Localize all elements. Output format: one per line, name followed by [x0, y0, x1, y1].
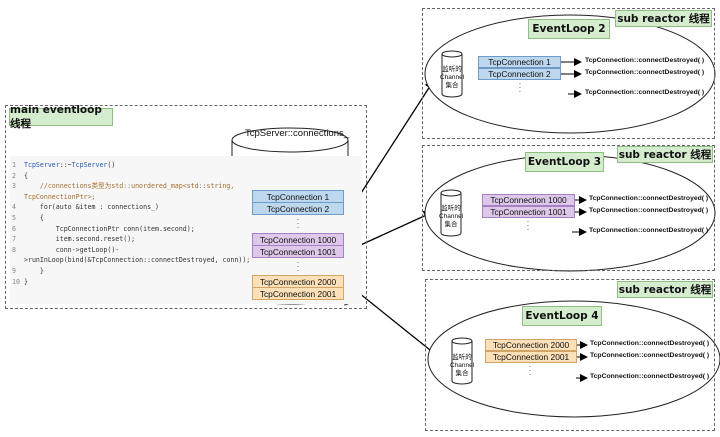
channel-label-3: 监听的 Channel 集合: [439, 205, 464, 228]
loop2-destroy-1: TcpConnection::connectDestroyed( ): [585, 57, 705, 64]
code-line: TcpConnectionPtr>;: [10, 192, 95, 203]
loop2-dots: ···: [518, 79, 522, 96]
code-token: TcpConnectionPtr conn(item.second);: [24, 224, 195, 233]
code-line-number: 3: [12, 182, 16, 191]
code-line: >runInLoop(bind(&TcpConnection::connectD…: [10, 255, 250, 266]
loop4-destroy-1: TcpConnection::connectDestroyed( ): [590, 340, 710, 347]
code-line-number: 6: [12, 224, 16, 233]
code-token: conn->getLoop()-: [24, 245, 120, 254]
code-line-number: 2: [12, 171, 16, 180]
sub-reactor-box-3: [422, 145, 715, 271]
code-line-number: 7: [12, 235, 16, 244]
channel-label-4: 监听的 Channel 集合: [450, 354, 475, 377]
code-token: {: [24, 214, 44, 222]
code-token: //connections类型为std::unordered_map<std::…: [24, 182, 235, 191]
code-line: 6 TcpConnectionPtr conn(item.second);: [10, 224, 195, 235]
code-token: >runInLoop(bind(&TcpConnection::connectD…: [24, 256, 251, 265]
code-token: }: [24, 277, 28, 286]
code-token: TcpServer: [24, 161, 60, 169]
loop3-destroy-3: TcpConnection::connectDestroyed( ): [589, 227, 709, 234]
sub-reactor-label-4: sub reactor 线程: [617, 281, 713, 298]
code-line-number: 8: [12, 245, 16, 254]
code-token: }: [24, 267, 44, 275]
code-token: item.second.reset();: [24, 235, 136, 244]
channel-label-2: 监听的 Channel 集合: [440, 66, 465, 89]
channel-cylinder-3: [440, 189, 462, 237]
code-line: 2{: [10, 171, 28, 182]
code-line: 5 {: [10, 213, 44, 224]
code-token: TcpConnectionPtr>;: [24, 192, 96, 201]
code-line-number: 5: [12, 214, 16, 222]
loop4-conn-2001: TcpConnection 2001: [485, 351, 577, 363]
loop3-dots: ···: [526, 217, 530, 234]
code-line: 10}: [10, 277, 28, 288]
loop2-conn-1: TcpConnection 1: [478, 56, 561, 68]
loop4-conn-2000: TcpConnection 2000: [485, 339, 577, 351]
code-line-number: 9: [12, 267, 16, 275]
code-line: 4 for(auto &item : connections_): [10, 202, 159, 213]
loop4-dots: ···: [528, 362, 532, 379]
eventloop-3-label: EventLoop 3: [525, 152, 604, 172]
code-line: 7 item.second.reset();: [10, 234, 135, 245]
loop4-destroy-2: TcpConnection::connectDestroyed( ): [590, 352, 710, 359]
sub-reactor-label-2: sub reactor 线程: [615, 10, 712, 27]
destroy-arrows: [561, 58, 588, 382]
server-conn-2001: TcpConnection 2001: [252, 287, 344, 300]
loop2-destroy-2: TcpConnection::connectDestroyed( ): [585, 69, 705, 76]
server-conn-1001: TcpConnection 1001: [252, 245, 344, 258]
sub-reactor-label-3: sub reactor 线程: [617, 146, 713, 163]
loop3-conn-1001: TcpConnection 1001: [482, 206, 575, 218]
code-line-number: 1: [12, 161, 16, 169]
channel-cylinder-4: [451, 337, 473, 385]
code-line: 8 conn->getLoop()-: [10, 245, 119, 256]
eventloop-4-label: EventLoop 4: [522, 306, 602, 326]
code-token: TcpServer: [71, 161, 108, 169]
main-eventloop-label: main eventloop 线程: [9, 104, 113, 130]
code-line: 9 }: [10, 266, 44, 277]
loop3-destroy-1: TcpConnection::connectDestroyed( ): [589, 195, 709, 202]
arrow-to-loop2: [353, 78, 435, 205]
eventloop-2-label: EventLoop 2: [528, 19, 610, 39]
loop2-conn-2: TcpConnection 2: [478, 68, 561, 80]
code-token: ::~: [59, 161, 72, 169]
code-line: 3 //connections类型为std::unordered_map<std…: [10, 181, 234, 192]
code-line-number: 10: [12, 277, 20, 286]
loop4-destroy-3: TcpConnection::connectDestroyed( ): [590, 373, 710, 380]
code-token: (): [107, 161, 116, 169]
channel-cylinder-2: [441, 50, 463, 98]
code-token: {: [24, 171, 28, 180]
arrow-to-loop3: [353, 211, 435, 249]
loop3-destroy-2: TcpConnection::connectDestroyed( ): [589, 207, 709, 214]
loop3-conn-1000: TcpConnection 1000: [482, 194, 575, 206]
server-dots-2: ···: [296, 258, 300, 275]
sub-reactor-box-2: [422, 8, 715, 139]
main-eventloop-box: [5, 105, 367, 309]
server-title: TcpServer::connections_: [245, 128, 350, 139]
server-conn-2: TcpConnection 2: [252, 202, 344, 215]
code-line-number: 4: [12, 203, 16, 212]
code-token: for(auto &item : connections_): [24, 203, 159, 212]
server-dots-1: ···: [296, 215, 300, 232]
loop2-destroy-3: TcpConnection::connectDestroyed( ): [585, 89, 705, 96]
sub-reactor-box-4: [425, 279, 715, 431]
